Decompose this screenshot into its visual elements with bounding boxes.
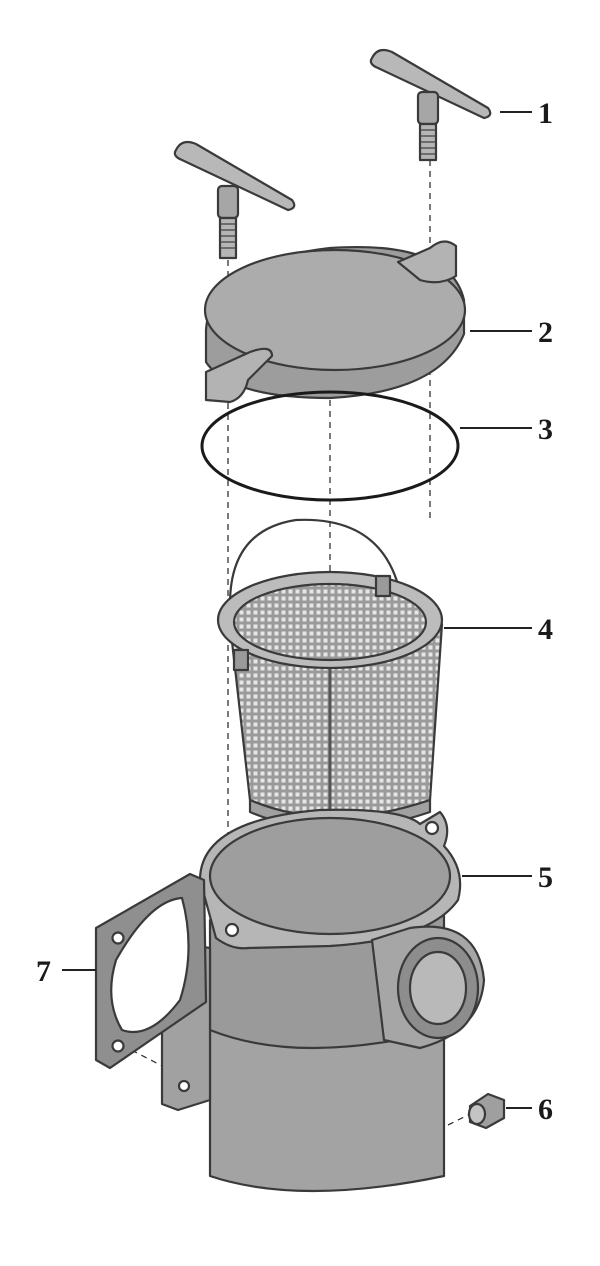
callout-3: 3 (538, 413, 553, 446)
drain-plug (467, 1092, 506, 1130)
callout-2: 2 (538, 316, 553, 349)
callout-7: 7 (36, 955, 51, 988)
strainer-lid (203, 240, 467, 404)
callout-labels: 1 2 3 4 5 6 7 (36, 97, 553, 1126)
t-handle-knob-left (173, 140, 296, 260)
strainer-housing (160, 808, 486, 1193)
callout-5: 5 (538, 861, 553, 894)
callout-4: 4 (538, 613, 553, 646)
lid-o-ring (200, 390, 460, 502)
callout-6: 6 (538, 1093, 553, 1126)
callout-leaders (62, 111, 532, 1109)
flange-gasket (94, 872, 208, 1070)
callout-1: 1 (538, 97, 553, 130)
strainer-basket (216, 518, 444, 831)
t-handle-knob-right (369, 48, 492, 162)
